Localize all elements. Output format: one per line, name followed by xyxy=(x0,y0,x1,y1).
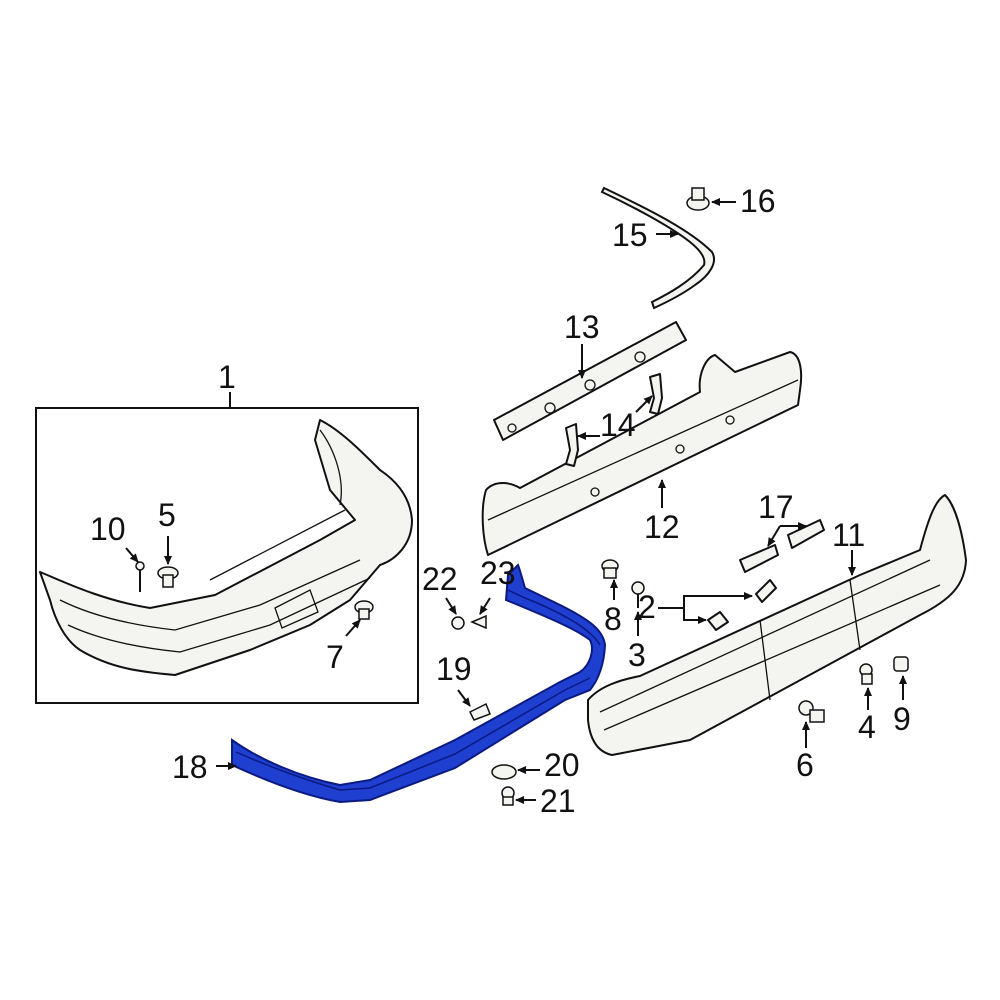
callout-14: 14 xyxy=(600,407,636,443)
inset-bumper-cover-group xyxy=(35,407,419,704)
bracket-hole-4 xyxy=(634,351,646,363)
leader-2a xyxy=(658,592,753,609)
callout-12: 12 xyxy=(644,509,680,545)
impact-bar-hole-2 xyxy=(675,444,685,454)
clip-23 xyxy=(470,614,487,630)
leader-22 xyxy=(445,597,457,615)
bumper-cover[interactable] xyxy=(39,419,413,676)
fastener-7 xyxy=(354,600,374,620)
lower-valance-crease xyxy=(235,677,591,791)
bumper-cover-top-edge xyxy=(209,509,346,581)
fastener-5 xyxy=(157,566,179,588)
clip-22 xyxy=(451,616,465,630)
bracket-14-left[interactable] xyxy=(565,423,579,467)
callout-2: 2 xyxy=(638,589,656,625)
bracket-hole-3 xyxy=(584,379,596,391)
impact-bar-hole-3 xyxy=(725,415,735,425)
absorber-divider-1 xyxy=(759,619,771,701)
callout-6: 6 xyxy=(796,747,814,783)
leader-10 xyxy=(125,547,139,563)
leader-lines xyxy=(125,198,907,804)
bracket-hole-1 xyxy=(507,423,517,433)
callout-8: 8 xyxy=(604,601,622,637)
absorber-line-2 xyxy=(603,584,941,731)
bracket-hole-2 xyxy=(544,402,556,414)
callout-18: 18 xyxy=(172,749,208,785)
impact-bar-edge xyxy=(487,379,799,521)
clip-20 xyxy=(491,764,517,780)
callout-22: 22 xyxy=(422,561,458,597)
fastener-4 xyxy=(859,663,873,685)
bumper-cover-end-edge xyxy=(319,429,342,506)
lower-valance-highlighted[interactable] xyxy=(231,563,607,804)
callout-20: 20 xyxy=(544,747,580,783)
callout-5: 5 xyxy=(158,497,176,533)
reinforcement-bracket[interactable] xyxy=(493,321,687,441)
fastener-10 xyxy=(135,561,145,592)
clip-16 xyxy=(686,187,710,211)
retainer-strip[interactable] xyxy=(600,186,715,310)
callout-17: 17 xyxy=(758,489,794,525)
license-plate-recess xyxy=(274,589,319,629)
absorber-divider-2 xyxy=(849,579,861,651)
lower-valance[interactable] xyxy=(231,563,607,804)
leader-14b xyxy=(635,395,653,413)
fastener-9 xyxy=(893,656,909,672)
callout-16: 16 xyxy=(740,183,776,219)
callout-15: 15 xyxy=(612,217,648,253)
fastener-6 xyxy=(798,700,825,723)
lower-valance-end-crease xyxy=(507,589,601,646)
clip-21 xyxy=(501,786,515,806)
callout-3: 3 xyxy=(628,637,646,673)
callout-11: 11 xyxy=(832,517,865,553)
bumper-cover-crease-upper xyxy=(59,559,361,631)
impact-bar-hole-1 xyxy=(590,487,600,497)
leader-7 xyxy=(345,619,361,637)
callout-1: 1 xyxy=(218,359,236,395)
bumper-cover-crease-lower xyxy=(67,577,371,653)
callout-4: 4 xyxy=(858,709,876,745)
clip-19 xyxy=(468,702,491,721)
bracket-17-b[interactable] xyxy=(787,519,825,549)
fastener-8 xyxy=(601,559,619,579)
callout-21: 21 xyxy=(540,783,576,819)
leader-2b xyxy=(683,608,707,624)
impact-bar[interactable] xyxy=(481,351,803,556)
callout-9: 9 xyxy=(893,701,911,737)
leader-17a xyxy=(767,525,781,547)
callout-19: 19 xyxy=(436,651,472,687)
callout-7: 7 xyxy=(326,639,344,675)
callout-13: 13 xyxy=(564,309,600,345)
inset-frame xyxy=(35,407,419,704)
callout-23: 23 xyxy=(480,555,516,591)
fastener-3 xyxy=(631,581,645,608)
leader-23 xyxy=(479,597,491,615)
callout-labels: 1 2 3 4 5 6 7 8 9 10 11 12 13 14 15 16 1… xyxy=(90,183,911,819)
pad-2-a[interactable] xyxy=(707,611,729,631)
absorber-line-1 xyxy=(599,559,931,713)
bracket-14-right[interactable] xyxy=(649,373,663,415)
energy-absorber[interactable] xyxy=(587,494,967,756)
callout-10: 10 xyxy=(90,511,126,547)
bracket-17-a[interactable] xyxy=(739,544,779,573)
pad-2-b[interactable] xyxy=(755,579,777,603)
leader-19 xyxy=(457,689,471,707)
